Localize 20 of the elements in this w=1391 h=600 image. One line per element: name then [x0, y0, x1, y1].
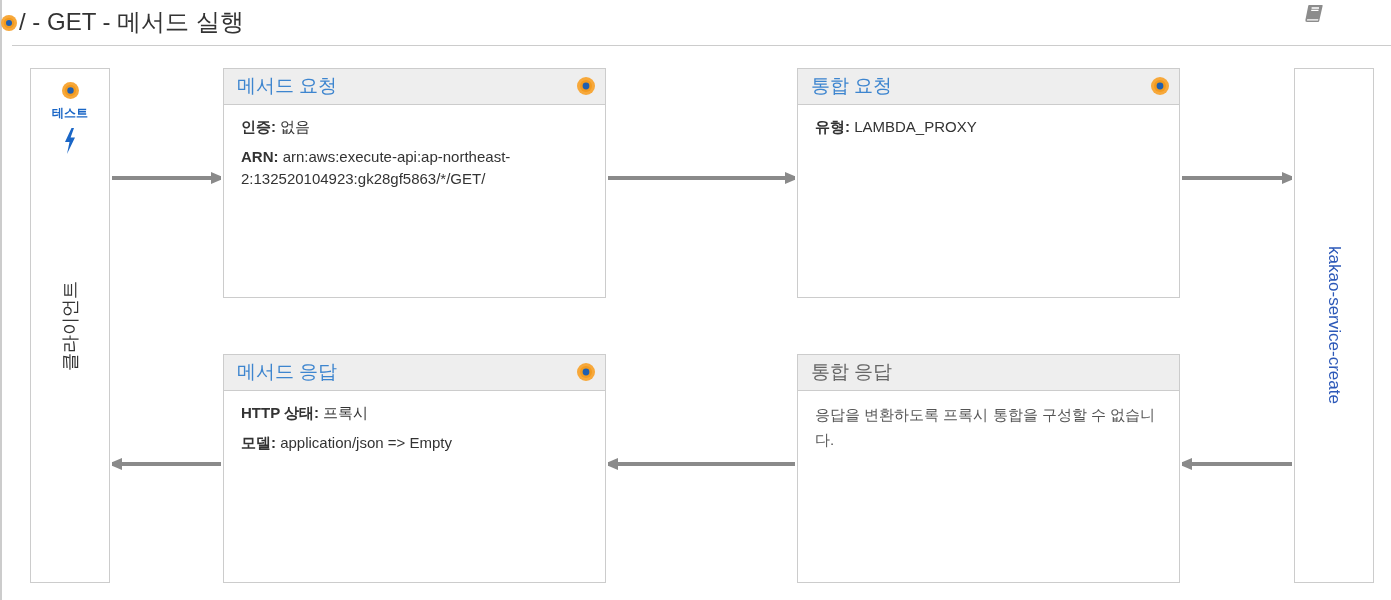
note-text: 응답을 변환하도록 프록시 통합을 구성할 수 없습니다.: [815, 405, 1156, 450]
vertical-label: 클라이언트: [59, 281, 81, 371]
info-text: HTTP 상태: 프록시: [241, 403, 370, 423]
test-link: 테스트: [52, 106, 88, 120]
card-panel: [797, 68, 1180, 298]
side-panel: [30, 68, 110, 583]
side-panel: [1294, 68, 1374, 583]
card-panel: [797, 354, 1180, 583]
function-link: kakao-service-create: [1324, 246, 1345, 404]
panel-title: 통합 요청: [811, 74, 893, 98]
info-text: 모델: application/json => Empty: [241, 433, 453, 453]
page-title: / - GET - 메서드 실행: [19, 8, 244, 36]
card-panel: [223, 68, 606, 298]
info-text: 유형: LAMBDA_PROXY: [815, 117, 978, 137]
info-text: ARN: arn:aws:execute-api:ap-northeast-2:132520104923:gk28gf5863/*/GET/: [241, 147, 512, 189]
panel-title: 메서드 요청: [237, 74, 338, 98]
card-panel: [223, 354, 606, 583]
panel-title: 메서드 응답: [237, 360, 338, 384]
panel-title: 통합 응답: [811, 360, 893, 384]
info-text: 인증: 없음: [241, 117, 312, 137]
